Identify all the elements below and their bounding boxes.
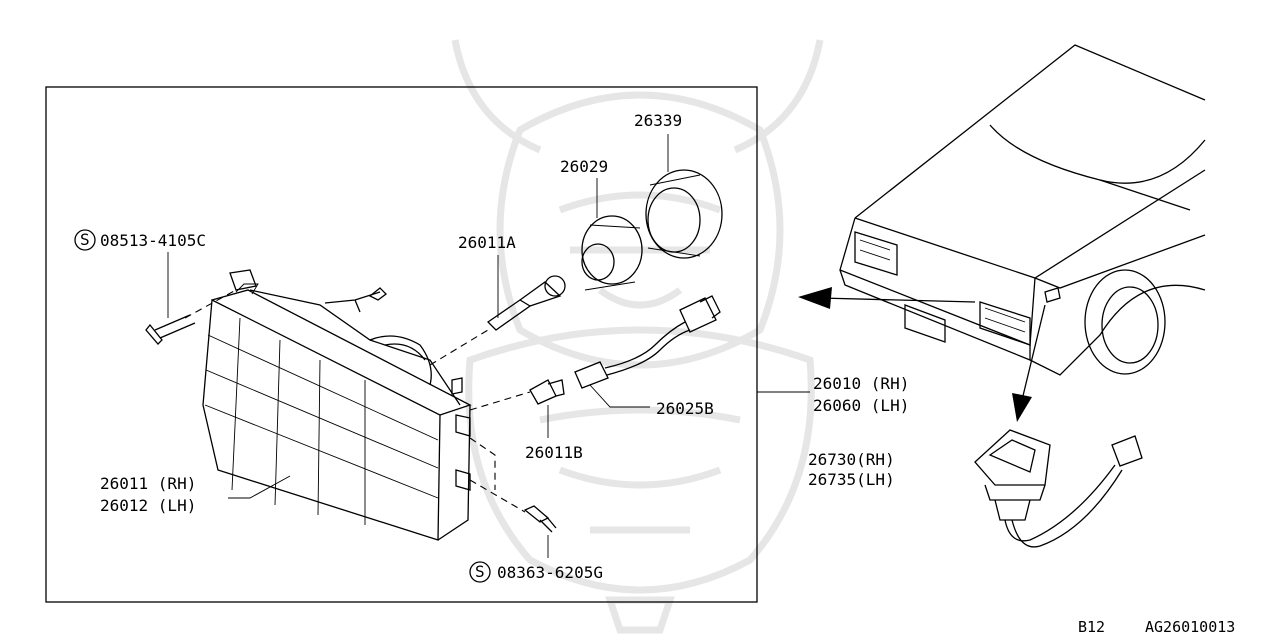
label-lens-rh: 26011 (RH) — [100, 474, 196, 493]
screw-top-symbol: S — [80, 230, 90, 249]
label-socket-cover: 26029 — [560, 157, 608, 176]
screw-top-drawing — [145, 314, 196, 345]
screw-bottom-drawing — [523, 505, 557, 533]
screw-bottom-symbol: S — [475, 562, 485, 581]
label-screw-bottom: S 08363-6205G — [469, 561, 603, 583]
harness-drawing — [574, 295, 721, 389]
label-seal-cap: 26339 — [634, 111, 682, 130]
label-screw-top: S 08513-4105C — [74, 229, 206, 251]
car-front-drawing — [839, 44, 1206, 376]
bulb-side-drawing — [529, 379, 565, 405]
label-assembly-lh: 26060 (LH) — [813, 396, 909, 415]
bulb-main-drawing — [486, 275, 566, 331]
arrow-to-side-lamp-icon — [1012, 304, 1046, 422]
label-harness: 26025B — [656, 399, 714, 418]
arrow-to-headlamp-icon — [798, 287, 976, 309]
diagram-frame — [45, 86, 758, 603]
label-bulb-side: 26011B — [525, 443, 583, 462]
label-lens-lh: 26012 (LH) — [100, 496, 196, 515]
label-bulb-main: 26011A — [458, 233, 516, 252]
screw-bottom-code: 08363-6205G — [497, 563, 603, 582]
screw-top-code: 08513-4105C — [100, 231, 206, 250]
headlamp-assembly-drawing — [202, 269, 472, 541]
socket-cover-drawing — [581, 215, 643, 291]
label-side-lamp-rh: 26730(RH) — [808, 450, 895, 469]
samurai-helmet-watermark-icon — [451, 39, 824, 634]
model-code: B12 — [1078, 618, 1106, 636]
label-side-lamp-lh: 26735(LH) — [808, 470, 895, 489]
reference-code: AG26010013 — [1145, 618, 1236, 636]
seal-cap-drawing — [645, 169, 723, 259]
side-lamp-drawing — [974, 429, 1143, 548]
label-assembly-rh: 26010 (RH) — [813, 374, 909, 393]
